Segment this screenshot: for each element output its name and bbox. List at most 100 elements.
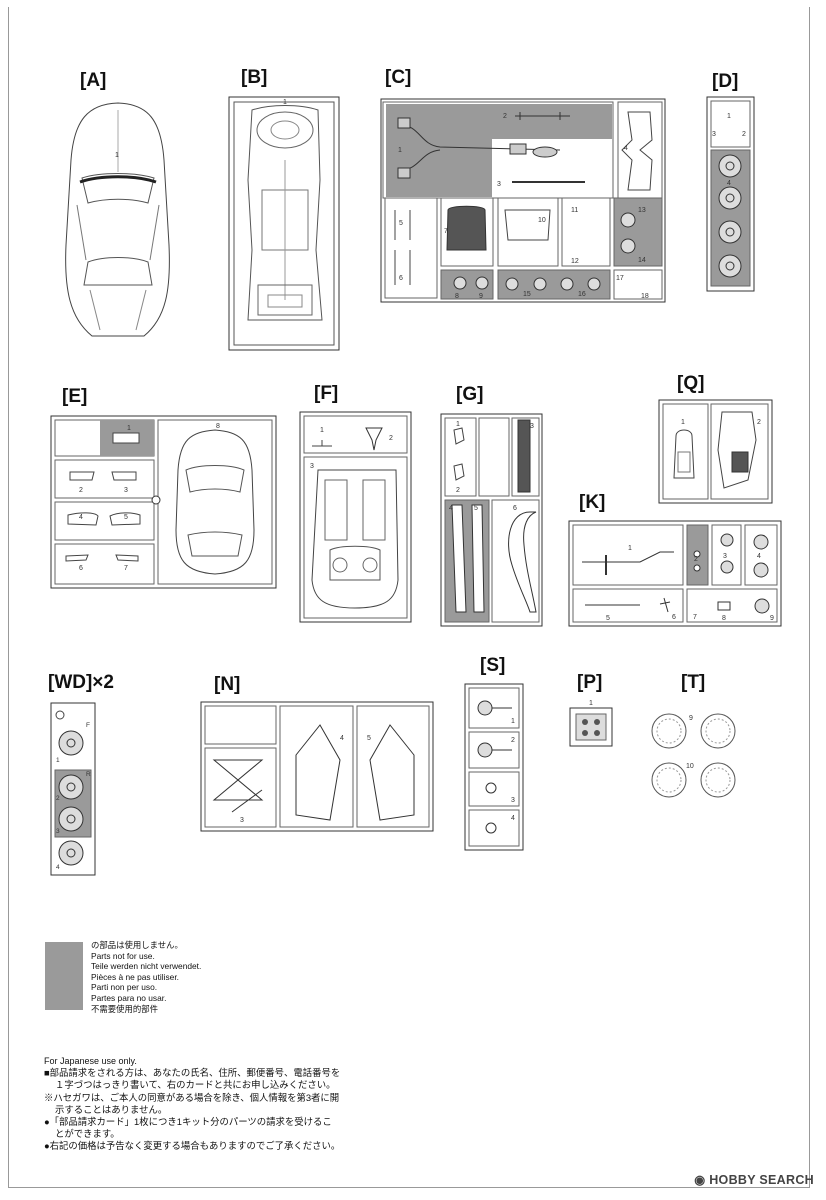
part-group-wd: 1 2 3 4 F R [50, 702, 96, 876]
note-line: ●「部品請求カード」1枚につき1キット分のパーツの請求を受けるこ [44, 1116, 332, 1128]
note-line: １字づつはっきり書いて、右のカードと共にお申し込みください。 [55, 1079, 336, 1091]
part-c-11: 11 [571, 207, 578, 214]
part-group-b: 1 [228, 96, 340, 351]
section-label-c: [C] [385, 67, 412, 88]
part-d-2: 2 [742, 131, 746, 138]
part-d-4: 4 [727, 180, 731, 187]
part-g-6: 6 [513, 505, 517, 512]
part-g-1: 1 [456, 421, 460, 428]
part-t-9: 9 [689, 715, 693, 722]
part-p-1: 1 [589, 700, 593, 707]
part-n-4: 4 [340, 735, 344, 742]
part-c-18: 18 [641, 293, 649, 300]
part-s-1: 1 [511, 718, 515, 725]
part-group-d: 1 2 3 4 [706, 96, 755, 292]
part-q-1: 1 [681, 419, 685, 426]
section-label-wd: [WD]×2 [48, 672, 114, 693]
section-label-e: [E] [62, 386, 88, 407]
section-label-a: [A] [80, 70, 107, 91]
part-wd-3: 3 [56, 828, 60, 835]
part-c-16: 16 [578, 291, 586, 298]
part-e-3: 3 [124, 487, 128, 494]
legend-line: Partes para no usar. [91, 992, 167, 1003]
part-c-13: 13 [638, 207, 646, 214]
part-k-3: 3 [723, 553, 727, 560]
section-label-f: [F] [314, 383, 339, 404]
section-label-q: [Q] [677, 373, 705, 394]
part-group-p: 1 [569, 700, 613, 747]
notes-header: For Japanese use only. [44, 1056, 137, 1066]
part-group-e: 1 2 3 4 5 6 7 8 [50, 415, 277, 589]
part-wd-1: 1 [56, 757, 60, 764]
part-k-5: 5 [606, 615, 610, 622]
part-d-3: 3 [712, 131, 716, 138]
part-wd-4: 4 [56, 864, 60, 871]
note-line: ■部品請求をされる方は、あなたの氏名、住所、郵便番号、電話番号を [44, 1067, 341, 1079]
legend-line: 不需要使用的部件 [91, 1003, 158, 1014]
part-wd-f: F [86, 722, 90, 729]
section-label-n: [N] [214, 674, 241, 695]
note-line: ●右記の価格は予告なく変更する場合もありますのでご了承ください。 [44, 1140, 341, 1152]
part-c-8: 8 [455, 293, 459, 300]
legend-line: の部品は使用しません。 [91, 940, 183, 950]
part-t-10: 10 [686, 763, 694, 770]
part-group-g: 1 2 3 4 5 6 [440, 413, 543, 627]
note-line: ※ハセガワは、ご本人の同意がある場合を除き、個人情報を第3者に開 [44, 1091, 340, 1103]
part-e-5: 5 [124, 514, 128, 521]
watermark-text: HOBBY SEARCH [709, 1173, 814, 1187]
part-group-c: 1 2 3 4 5 6 7 8 9 10 11 12 13 14 15 16 1… [380, 98, 666, 303]
part-s-4: 4 [511, 815, 515, 822]
part-k-1: 1 [628, 545, 632, 552]
section-label-g: [G] [456, 384, 484, 405]
part-f-2: 2 [389, 435, 393, 442]
part-group-s: 1 2 3 4 [464, 683, 524, 851]
part-s-2: 2 [511, 737, 515, 744]
part-k-9: 9 [770, 615, 774, 622]
part-d-1: 1 [727, 113, 731, 120]
legend-line: Pièces à ne pas utiliser. [91, 971, 179, 982]
legend-line: Teile werden nicht verwendet. [91, 961, 202, 972]
part-k-2: 2 [694, 556, 698, 563]
part-group-t: 9 10 [651, 713, 736, 798]
part-c-15: 15 [523, 291, 531, 298]
part-a-1: 1 [115, 152, 119, 159]
part-c-3: 3 [497, 181, 501, 188]
part-group-k: 1 2 3 4 5 6 7 8 9 [568, 520, 782, 627]
part-c-4: 4 [624, 145, 628, 152]
part-group-q: 1 2 [658, 399, 773, 504]
watermark: ◉ HOBBY SEARCH [694, 1172, 814, 1187]
section-label-t: [T] [681, 672, 706, 693]
legend-line: Parts not for use. [91, 950, 155, 961]
part-g-4: 4 [449, 505, 453, 512]
part-q-2: 2 [757, 419, 761, 426]
part-c-2: 2 [503, 113, 507, 120]
unused-parts-legend: の部品は使用しません。 Parts not for use. Teile wer… [91, 940, 201, 1014]
part-f-1: 1 [320, 427, 324, 434]
part-g-3: 3 [530, 423, 534, 430]
unused-parts-swatch [45, 942, 83, 1010]
part-g-5: 5 [474, 505, 478, 512]
part-group-a: 1 [65, 102, 170, 337]
part-k-7: 7 [693, 614, 697, 621]
section-label-k: [K] [579, 492, 606, 513]
part-wd-r: R [86, 771, 91, 778]
part-k-8: 8 [722, 615, 726, 622]
note-line: 示することはありません。 [55, 1103, 168, 1115]
part-n-3: 3 [240, 817, 244, 824]
part-n-5: 5 [367, 735, 371, 742]
part-c-10: 10 [538, 217, 546, 224]
part-c-14: 14 [638, 257, 646, 264]
part-e-2: 2 [79, 487, 83, 494]
part-b-1: 1 [283, 99, 287, 106]
part-c-5: 5 [399, 220, 403, 227]
part-c-17: 17 [616, 275, 624, 282]
watermark-logo-icon: ◉ [694, 1173, 710, 1187]
part-g-2: 2 [456, 487, 460, 494]
part-e-8: 8 [216, 423, 220, 430]
section-label-s: [S] [480, 655, 506, 676]
note-line: とができます。 [55, 1128, 120, 1140]
part-c-9: 9 [479, 293, 483, 300]
part-c-6: 6 [399, 275, 403, 282]
part-c-12: 12 [571, 258, 579, 265]
part-e-4: 4 [79, 514, 83, 521]
